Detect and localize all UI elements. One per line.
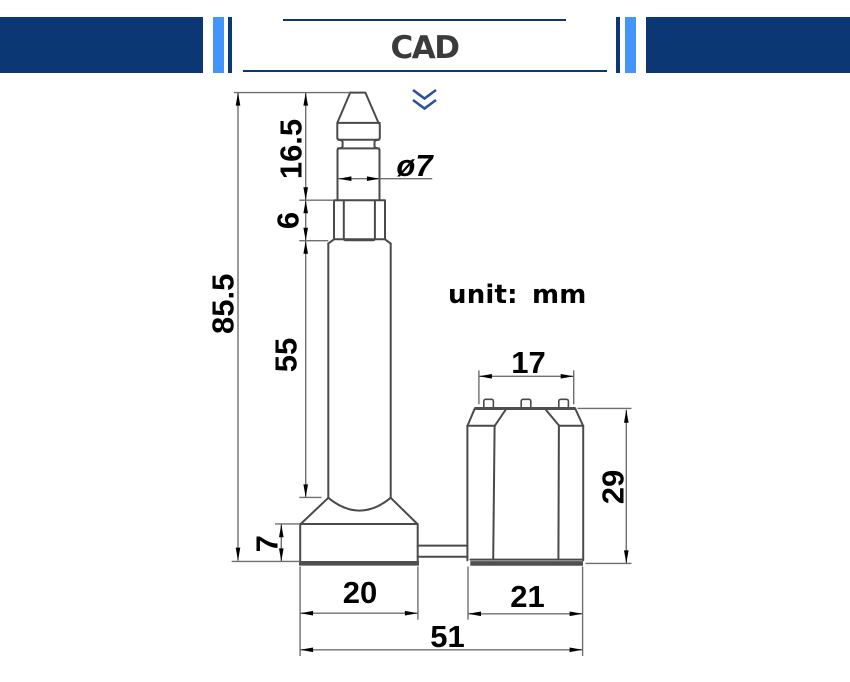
- seal-link-bar: [416, 544, 469, 558]
- rivet-bump-middle: [520, 398, 532, 410]
- header-bar-left: [0, 17, 203, 73]
- header-stripe-light-left: [213, 17, 224, 73]
- dim-label-body-height: 29: [596, 470, 631, 504]
- dim-label-base-width: 20: [343, 575, 377, 610]
- dim-label-tip-length: 16.5: [274, 119, 309, 179]
- dim-label-shaft-length: 55: [269, 338, 304, 372]
- dim-label-overall-width: 51: [430, 619, 464, 654]
- rivet-bump-left: [482, 398, 495, 410]
- header-bar-right: [646, 17, 850, 73]
- dimension-lines: [235, 92, 629, 653]
- dim-label-pin-diameter: ø7: [396, 148, 434, 183]
- dim-label-body-top-width: 17: [511, 345, 545, 380]
- dimension-extension-lines: [231, 91, 632, 656]
- dim-label-base-height: 7: [250, 535, 285, 552]
- dim-label-body-width: 21: [510, 579, 544, 614]
- page-title: CAD: [390, 30, 460, 66]
- rivet-bump-right: [557, 398, 570, 410]
- double-chevron-down-icon[interactable]: [411, 88, 438, 112]
- dim-label-overall-height: 85.5: [206, 274, 241, 334]
- lock-body-outline: [466, 398, 585, 566]
- seal-pin-outline: [299, 91, 419, 566]
- header-rule-top: [283, 19, 566, 22]
- header-stripe-light-right: [625, 17, 636, 73]
- header-stripe-thin-left: [228, 17, 232, 73]
- header-stripe-thin-right: [616, 17, 620, 73]
- dim-label-collar-length: 6: [271, 212, 306, 229]
- dimension-labels: 85.5 16.5 6 55 7 ø7 17 29 20 21 51: [206, 119, 631, 654]
- unit-note: unit: mm: [448, 280, 587, 310]
- header-rule-bottom: [243, 70, 607, 73]
